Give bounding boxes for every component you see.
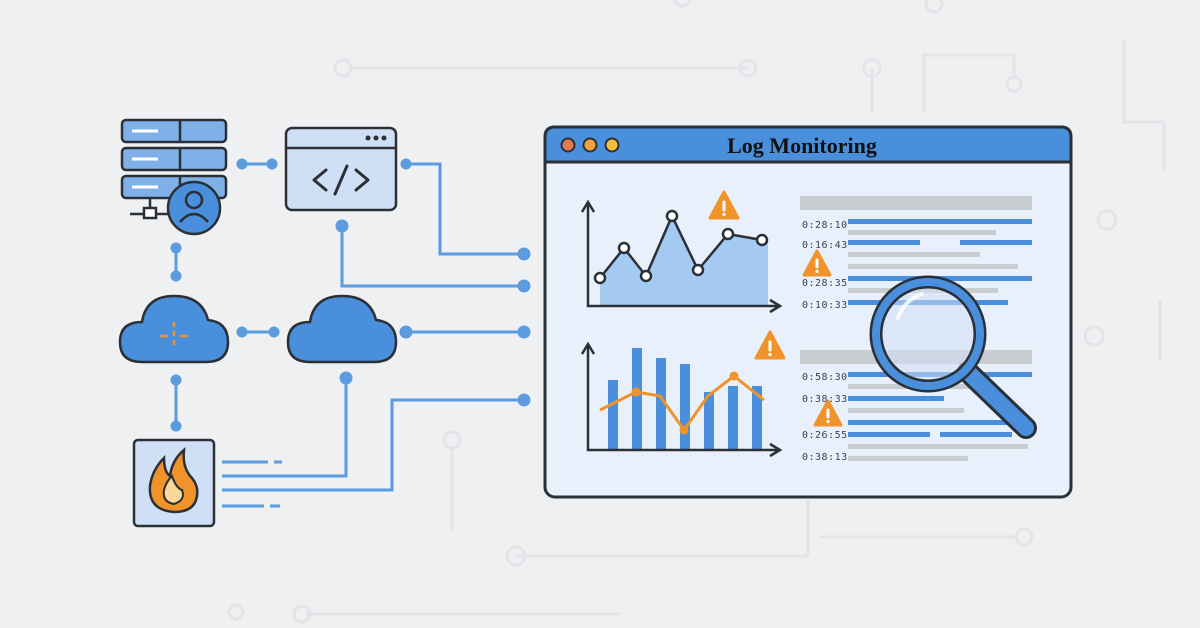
line-points <box>593 209 769 285</box>
trend-point <box>631 387 641 397</box>
line-point <box>721 227 735 241</box>
warning-icon <box>754 330 786 360</box>
trend-point <box>729 371 739 381</box>
server-stack-icon <box>120 118 228 236</box>
log-timestamp: 0:26:55 <box>802 430 848 441</box>
code-window-icon <box>284 126 398 212</box>
bar <box>632 348 642 450</box>
bar-chart-panel <box>580 341 783 458</box>
magnifier-icon <box>869 275 1037 439</box>
warning-icon <box>708 190 740 220</box>
bar <box>608 380 618 450</box>
window-controls[interactable] <box>560 137 620 153</box>
log-timestamp: 0:58:30 <box>802 372 848 383</box>
node-connectors <box>170 158 531 508</box>
dashboard-window: Log Monitoring <box>543 125 1073 499</box>
cloud-network-icon <box>118 294 230 364</box>
log-header-bar <box>800 196 1032 210</box>
background-circuit-traces <box>227 0 1166 624</box>
fire-icon <box>148 447 199 514</box>
bar <box>656 358 666 450</box>
cloud-icon <box>286 294 398 364</box>
firewall-icon <box>132 438 216 528</box>
log-timestamp: 0:10:33 <box>802 300 848 311</box>
bars <box>608 348 762 450</box>
line-point <box>617 241 631 255</box>
bar <box>728 386 738 450</box>
maximize-dot[interactable] <box>604 137 620 153</box>
line-point <box>593 271 607 285</box>
window-title: Log Monitoring <box>727 133 877 158</box>
log-timestamp: 0:38:13 <box>802 452 848 463</box>
log-timestamp: 0:16:43 <box>802 240 848 251</box>
line-point <box>639 269 653 283</box>
bar <box>680 364 690 450</box>
warning-icon <box>813 399 843 427</box>
line-point <box>665 209 679 223</box>
log-timestamp: 0:28:10 <box>802 220 848 231</box>
bar <box>752 386 762 450</box>
axis-arrows <box>580 341 783 458</box>
axis-arrows <box>580 199 783 314</box>
axes <box>586 346 778 452</box>
bar <box>704 392 714 450</box>
log-timestamp: 0:38:33 <box>802 394 848 405</box>
axes <box>586 204 778 308</box>
warning-icon <box>802 249 832 277</box>
trend-point <box>679 425 689 435</box>
line-point <box>755 233 769 247</box>
warning-icons <box>708 190 843 427</box>
close-dot[interactable] <box>560 137 576 153</box>
line-chart-panel <box>580 199 783 314</box>
log-timestamp: 0:28:35 <box>802 278 848 289</box>
line-point <box>691 263 705 277</box>
minimize-dot[interactable] <box>582 137 598 153</box>
